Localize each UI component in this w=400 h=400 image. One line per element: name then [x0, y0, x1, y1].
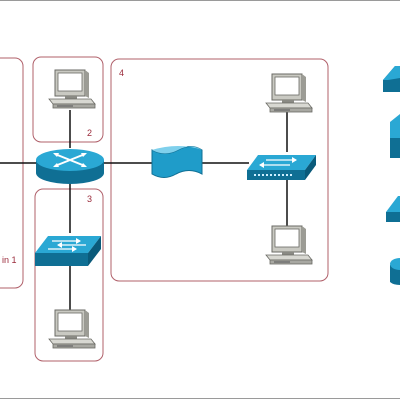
zone-2-label: 2: [87, 128, 92, 138]
pc-icon[interactable]: [265, 73, 313, 113]
hub-switch-icon[interactable]: [247, 155, 316, 180]
pc-icon[interactable]: [48, 69, 96, 109]
zone-4-label: 4: [119, 68, 124, 78]
switch-icon[interactable]: [35, 236, 101, 266]
palette-router-round-icon[interactable]: [390, 258, 400, 285]
wan-cloud-icon[interactable]: [151, 146, 203, 178]
router-icon[interactable]: [36, 149, 104, 184]
zone-1-label: in 1: [2, 255, 17, 265]
pc-icon[interactable]: [48, 309, 96, 349]
zone-2-box[interactable]: [32, 56, 104, 143]
palette-server-icon[interactable]: [390, 114, 400, 158]
zone-3-box[interactable]: [34, 188, 104, 362]
palette-router-icon[interactable]: [383, 66, 400, 92]
zone-4-box[interactable]: [110, 58, 329, 282]
zone-3-label: 3: [87, 194, 92, 204]
top-frame-line: [0, 0, 400, 1]
palette-switch-icon[interactable]: [386, 196, 400, 222]
network-links: [0, 110, 288, 312]
pc-icon[interactable]: [265, 225, 313, 265]
zone-1-box[interactable]: [0, 57, 24, 289]
bottom-frame-line: [0, 398, 400, 399]
